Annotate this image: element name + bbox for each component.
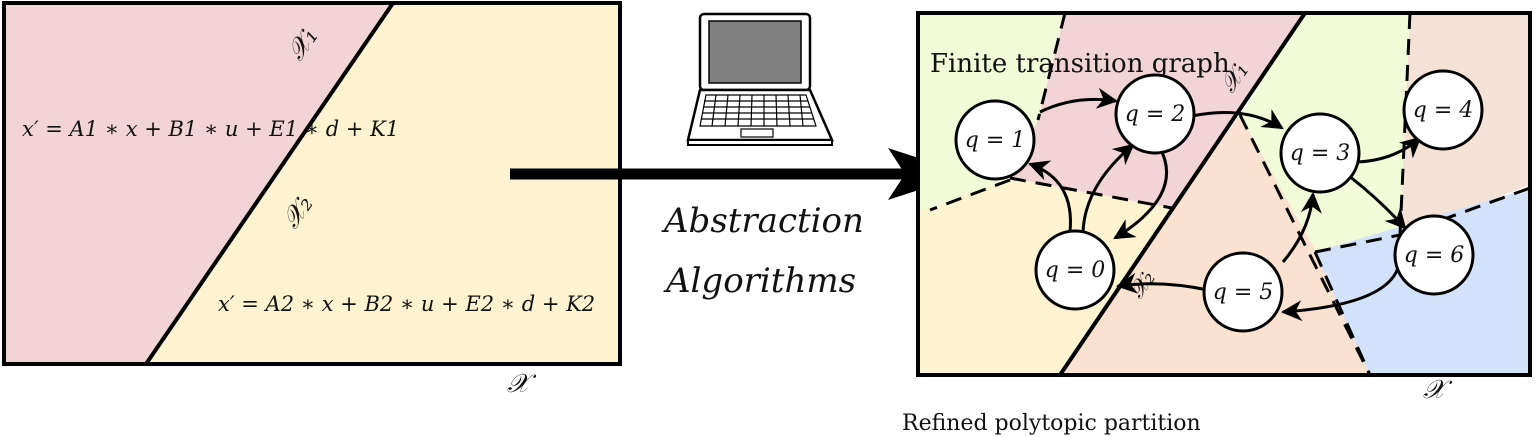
node-q5: q = 5 (1202, 251, 1284, 333)
abstraction-caption-line-2: Algorithms (663, 261, 856, 301)
node-q3: q = 3 (1279, 112, 1361, 194)
edge-q0-q1 (1028, 160, 1072, 233)
blue-boundary-solid (1313, 251, 1372, 376)
left-domain-label: 𝒳 (507, 369, 537, 399)
dashed-line-3 (1009, 176, 1173, 210)
edge-q3-q4 (1357, 136, 1422, 164)
left-dynamics-1: x′ = A1 ∗ x + B1 ∗ u + E1 ∗ d + K1 (22, 117, 399, 141)
edge-q2-q0 (1113, 147, 1169, 240)
left-panel: 𝒳₁ 𝒳₂ x′ = A1 ∗ x + B1 ∗ u + E1 ∗ d + K1… (2, 1, 622, 399)
node-q1: q = 1 (954, 99, 1036, 181)
graph-edges (1028, 87, 1422, 322)
dashed-line-5 (1238, 114, 1372, 376)
graph-nodes: q = 0 q = 1 q = 2 q = 3 q = 4 q = 5 (954, 69, 1484, 333)
abstraction-caption-line-1: Abstraction (661, 201, 864, 241)
edge-q1-q2 (1039, 87, 1119, 114)
edge-q2-q3 (1191, 109, 1284, 130)
node-q0-label: q = 0 (1045, 258, 1106, 283)
node-q2: q = 2 (1114, 73, 1196, 155)
node-q2-label: q = 2 (1125, 102, 1186, 127)
left-dynamics-2: x′ = A2 ∗ x + B2 ∗ u + E2 ∗ d + K2 (218, 292, 595, 316)
node-q3-label: q = 3 (1290, 141, 1351, 166)
node-q6: q = 6 (1393, 214, 1475, 296)
node-q5-label: q = 5 (1213, 280, 1274, 305)
edge-q0-q2 (1081, 143, 1135, 233)
right-boundary-line (1058, 11, 1307, 377)
edge-q3-q6 (1348, 174, 1407, 230)
left-region-1 (4, 3, 390, 364)
node-q6-label: q = 6 (1404, 243, 1465, 268)
right-panel: Finite transition graph 𝒳₁ 𝒳₂ q = 0 q (916, 11, 1532, 405)
dashed-line-2 (929, 178, 1011, 212)
edge-q5-q3 (1281, 191, 1322, 263)
laptop-icon (686, 12, 834, 146)
node-q4-label: q = 4 (1413, 98, 1474, 123)
left-boundary-line (144, 1, 395, 366)
dashed-line-1 (1036, 12, 1067, 121)
node-q4: q = 4 (1402, 69, 1484, 151)
left-region-2 (147, 3, 620, 364)
graph-title: Finite transition graph (930, 49, 1230, 79)
edge-q6-q5 (1280, 267, 1400, 322)
node-q1-label: q = 1 (965, 128, 1026, 153)
right-domain-label: 𝒳 (1423, 375, 1453, 405)
refined-partition-caption: Refined polytopic partition (902, 411, 1201, 436)
edge-q5-q0 (1115, 272, 1209, 294)
right-domain-frame (916, 11, 1532, 377)
left-domain-frame (2, 1, 622, 366)
node-q0: q = 0 (1034, 229, 1116, 311)
